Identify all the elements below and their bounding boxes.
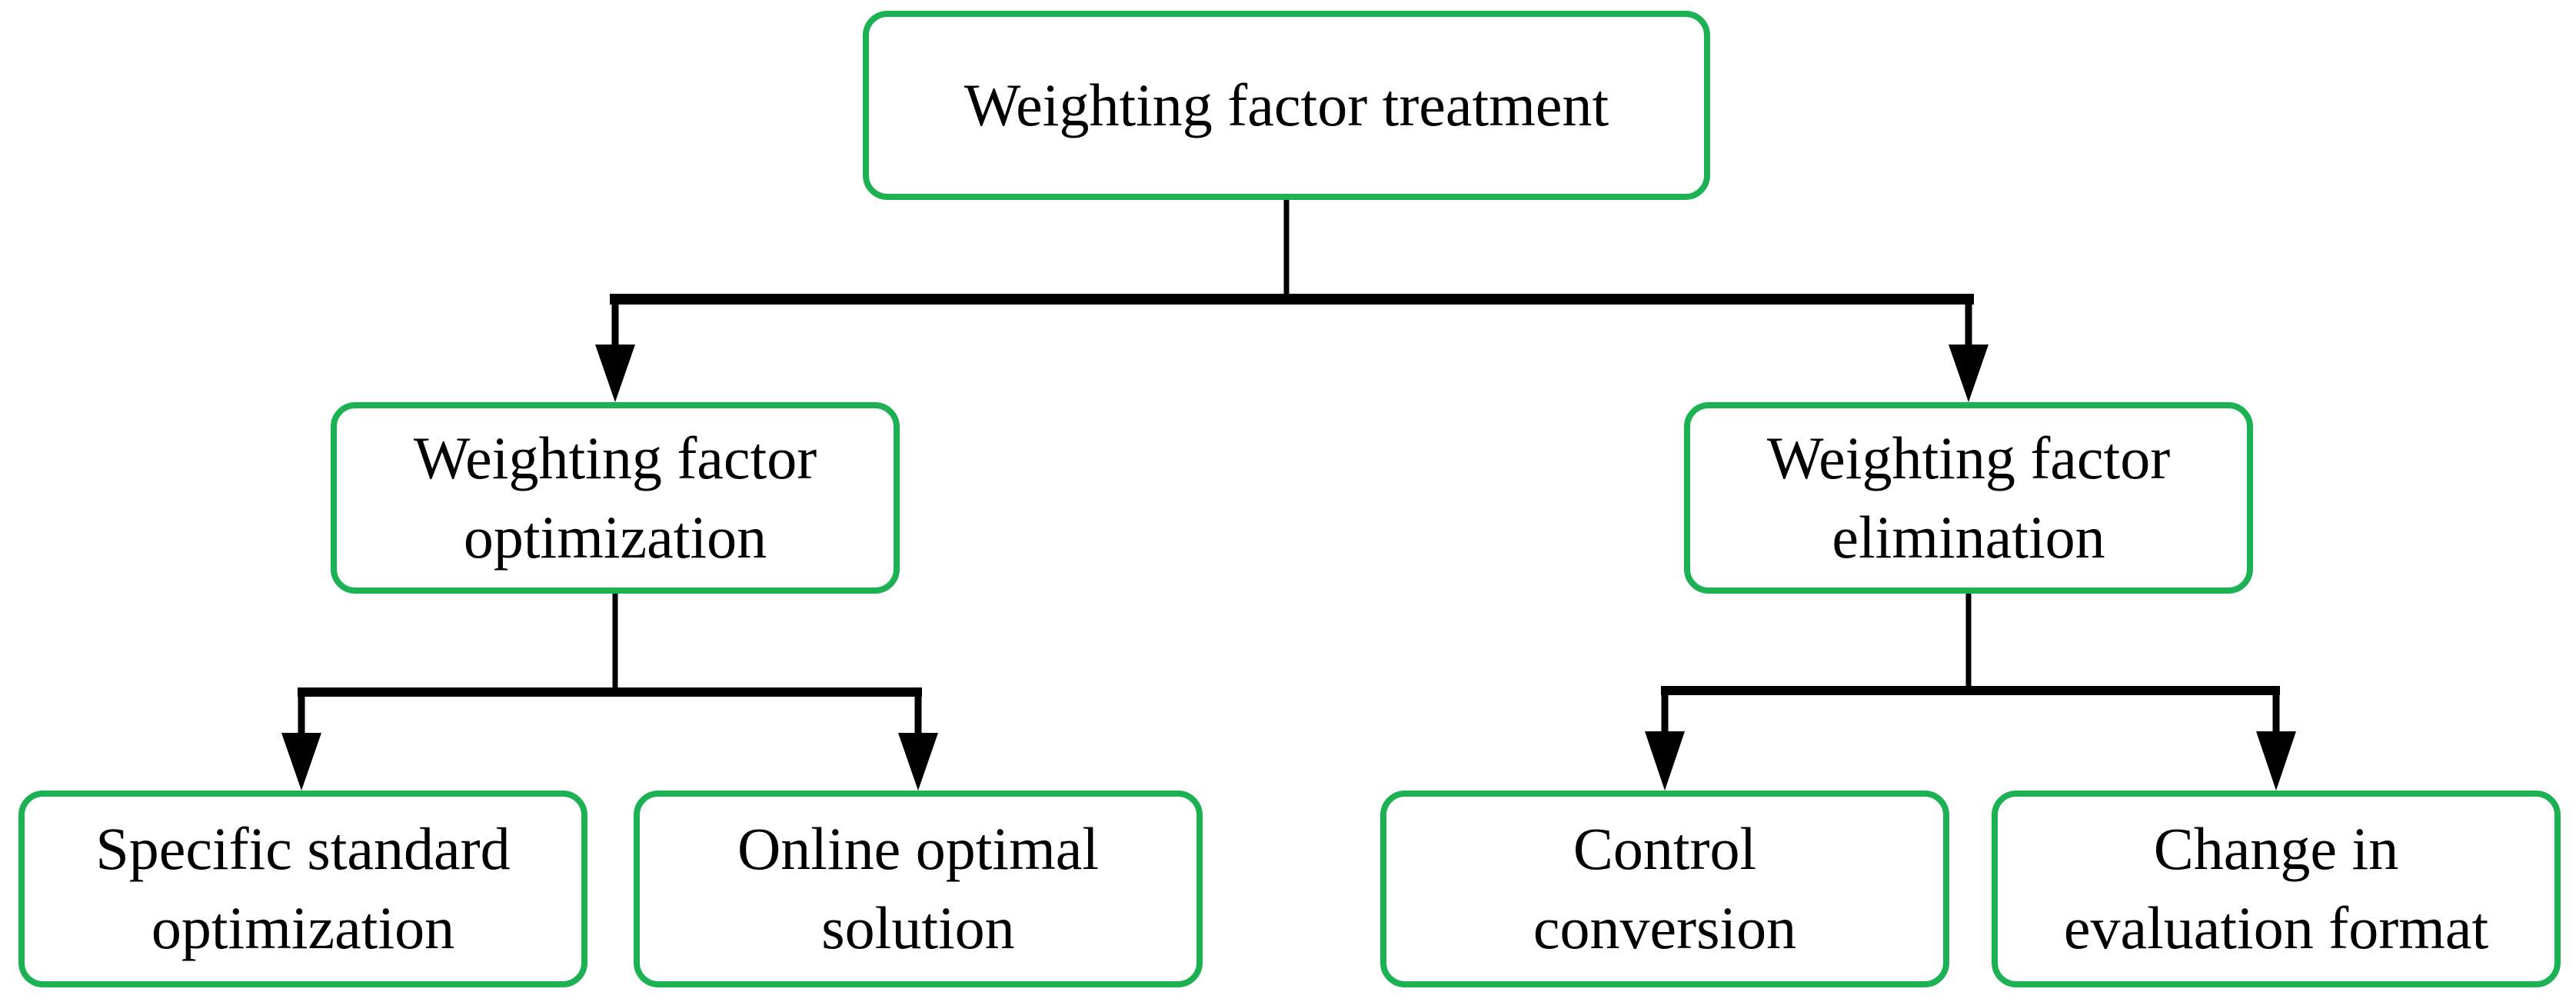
connector-root-to-children <box>595 198 1989 402</box>
arrow-down-icon <box>1949 345 1989 402</box>
arrow-down-icon <box>1645 731 1685 791</box>
connector-elimination-to-children <box>1645 592 2296 791</box>
arrow-down-icon <box>898 733 938 791</box>
node-control-conversion: Control conversion <box>1380 791 1949 987</box>
node-weighting-factor-optimization: Weighting factor optimization <box>331 402 900 594</box>
node-online-optimal-solution: Online optimal solution <box>634 791 1203 987</box>
arrow-down-icon <box>595 345 635 402</box>
node-weighting-factor-treatment: Weighting factor treatment <box>863 11 1710 200</box>
arrow-down-icon <box>2256 731 2296 791</box>
arrow-down-icon <box>281 733 321 791</box>
connector-optimization-to-children <box>281 592 938 791</box>
node-specific-standard-optimization: Specific standard optimization <box>18 791 587 987</box>
node-change-in-evaluation-format: Change in evaluation format <box>1992 791 2561 987</box>
node-weighting-factor-elimination: Weighting factor elimination <box>1684 402 2253 594</box>
